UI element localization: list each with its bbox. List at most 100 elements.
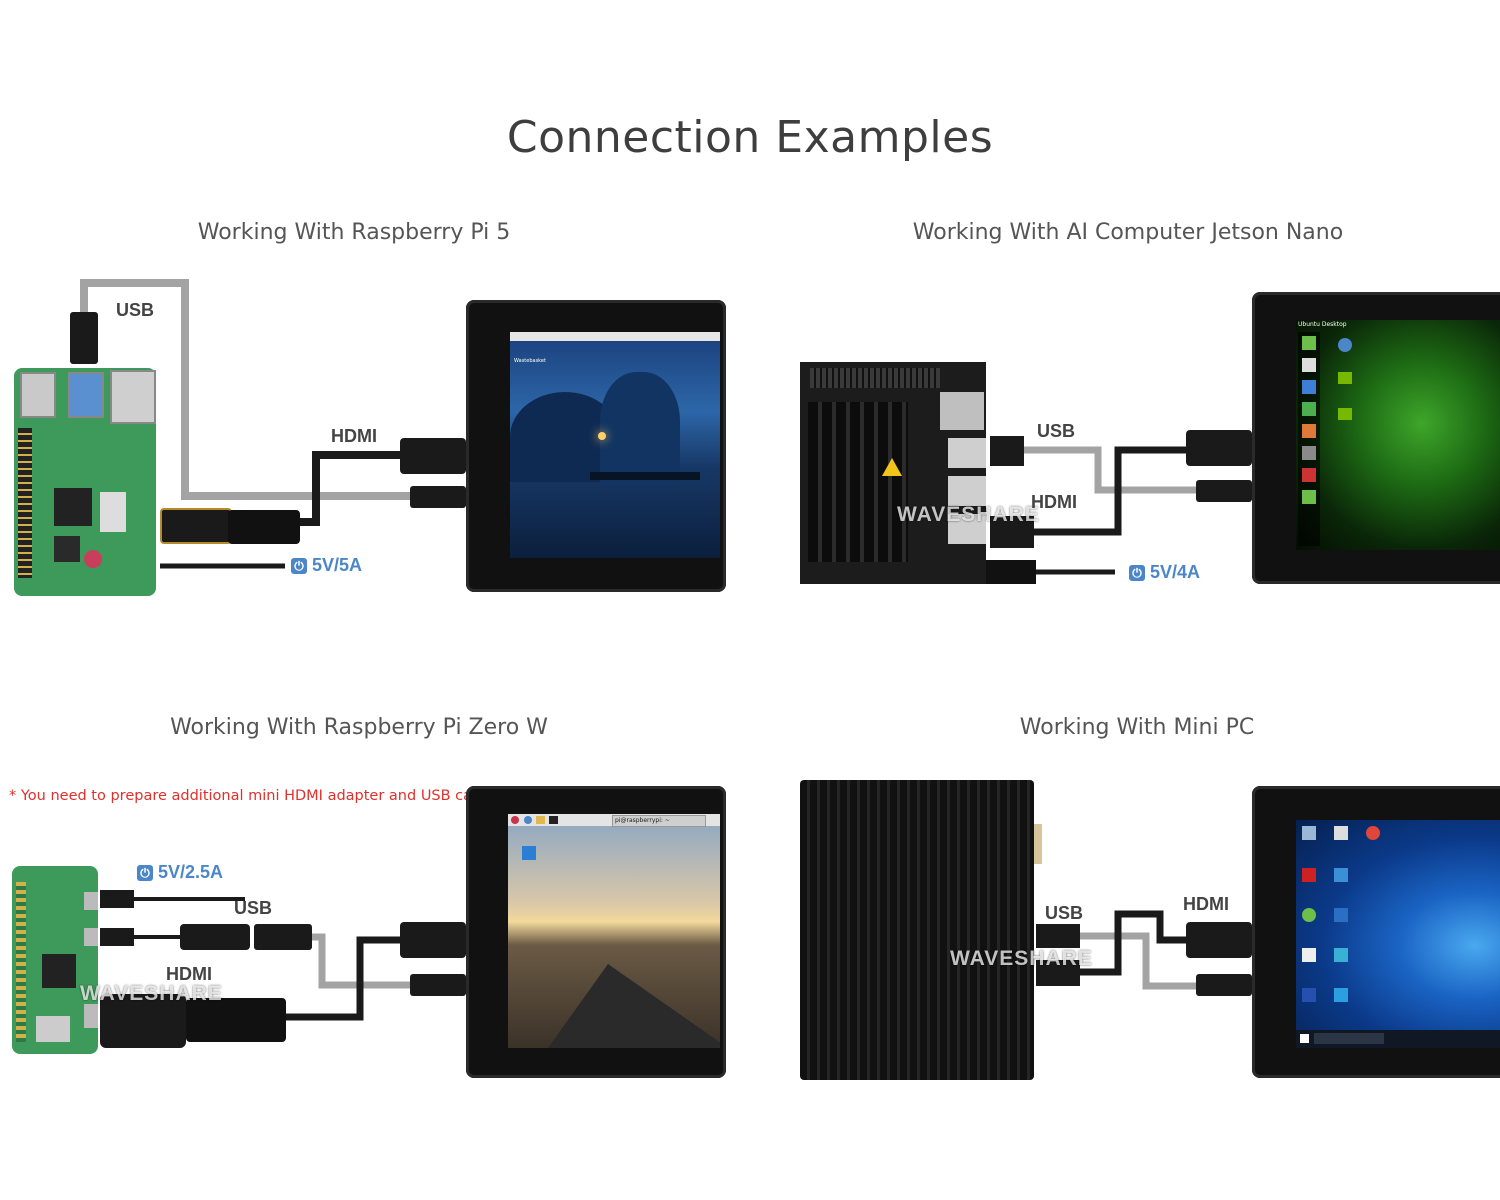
usb-plug (410, 486, 466, 508)
usb-plug (1196, 974, 1252, 996)
hdmi-label: HDMI (1183, 894, 1229, 914)
micro-usb-port (84, 928, 98, 946)
hdmi-label: HDMI (1031, 492, 1077, 512)
watermark: WAVESHARE (950, 947, 1093, 970)
hdmi-plug (1036, 960, 1080, 986)
search-box (1314, 1033, 1384, 1044)
micro-hdmi-adapter (160, 508, 232, 544)
hdmi-plug (400, 438, 466, 474)
usb-label: USB (234, 898, 273, 918)
hdmi-plug (990, 516, 1034, 548)
usb-port (948, 476, 986, 506)
usb-plug (1196, 480, 1252, 502)
chrome-icon (1366, 826, 1380, 840)
desktop-screen: Ubuntu Desktop (1296, 320, 1500, 550)
usb-port (68, 372, 104, 418)
hdmi-label: HDMI (166, 964, 212, 984)
mini-pc-side (1034, 824, 1042, 864)
ethernet-port (940, 392, 984, 430)
app-icon (1302, 358, 1316, 372)
gpio-header (810, 368, 940, 388)
lantern-glow (598, 432, 606, 440)
folder-icon (536, 816, 545, 824)
panel-title: Working With AI Computer Jetson Nano (912, 220, 1344, 245)
chip (54, 488, 92, 526)
terminal-label: pi@raspberrypi: ~ (615, 817, 670, 824)
lcd-monitor: pi@raspberrypi: ~ (466, 786, 726, 1078)
app-icon (1302, 988, 1316, 1002)
app-icon (1302, 468, 1316, 482)
menu-icon (511, 816, 519, 824)
panel-title: Working With Mini PC (1019, 715, 1255, 740)
mountain (600, 372, 680, 482)
chip (42, 954, 76, 988)
usb-port (20, 372, 56, 418)
heatsink (808, 402, 908, 562)
lcd-monitor: Wastebasket (466, 300, 726, 592)
usb-label: USB (1045, 903, 1084, 923)
hdmi-plug (1186, 922, 1252, 958)
micro-usb-plug (100, 890, 134, 908)
hdmi-plug (400, 922, 466, 958)
micro-usb-plug (100, 928, 134, 946)
desktop-screen: pi@raspberrypi: ~ (508, 814, 720, 1048)
app-icon (1302, 908, 1316, 922)
power-spec: ⏻ 5V/2.5A (137, 862, 223, 883)
page-title: Connection Examples (506, 112, 994, 163)
usb-plug (254, 924, 312, 950)
ethernet-port (110, 370, 156, 424)
app-icon (1302, 948, 1316, 962)
app-icon (1334, 908, 1348, 922)
terminal-icon (549, 816, 558, 824)
boat (590, 472, 700, 480)
usb-plug (990, 436, 1024, 466)
power-plug (986, 560, 1036, 584)
power-label: 5V/4A (1150, 562, 1201, 582)
usb-otg-adapter (180, 924, 250, 950)
browser-icon (524, 816, 532, 824)
usb-label: USB (116, 300, 155, 320)
app-icon (1302, 380, 1316, 394)
warning-icon (882, 458, 902, 476)
app-icon (1302, 446, 1316, 460)
app-icon (1302, 868, 1316, 882)
gpio-header (18, 428, 32, 578)
mini-hdmi-port (84, 1004, 98, 1028)
jetson-nano-board (800, 362, 986, 584)
hdmi-plug (1186, 430, 1252, 466)
panel-title: Working With Raspberry Pi 5 (197, 220, 511, 245)
power-icon: ⏻ (291, 557, 307, 574)
raspberry-pi-zero-board (12, 866, 98, 1054)
wastebasket-icon (522, 846, 536, 860)
app-icon (1302, 490, 1316, 504)
hdmi-plug (228, 510, 300, 544)
start-icon (1300, 1034, 1309, 1043)
usb-label: USB (1037, 421, 1076, 441)
power-icon: ⏻ (137, 864, 153, 881)
road (548, 964, 720, 1048)
power-icon: ⏻ (1129, 564, 1145, 581)
raspberry-logo-icon (84, 550, 102, 568)
hdmi-plug (186, 998, 286, 1042)
taskbar (510, 332, 720, 341)
desktop-screen: Wastebasket (510, 332, 720, 558)
lcd-monitor (1252, 786, 1500, 1078)
usb-plug (1036, 924, 1080, 948)
watermark: WAVESHARE (80, 982, 223, 1005)
lcd-monitor: Ubuntu Desktop (1252, 292, 1500, 584)
requirement-note: * You need to prepare additional mini HD… (9, 788, 495, 804)
power-spec: ⏻ 5V/4A (1129, 562, 1200, 583)
gpio-header (16, 882, 26, 1042)
usb-port (948, 438, 986, 468)
chip (100, 492, 126, 532)
watermark: WAVESHARE (897, 503, 1040, 526)
chip (54, 536, 80, 562)
panel-title: Working With Raspberry Pi Zero W (170, 715, 548, 740)
power-label: 5V/5A (312, 555, 363, 575)
nvidia-icon (1338, 372, 1352, 384)
hdmi-port (948, 514, 986, 544)
desktop-screen (1296, 820, 1500, 1048)
